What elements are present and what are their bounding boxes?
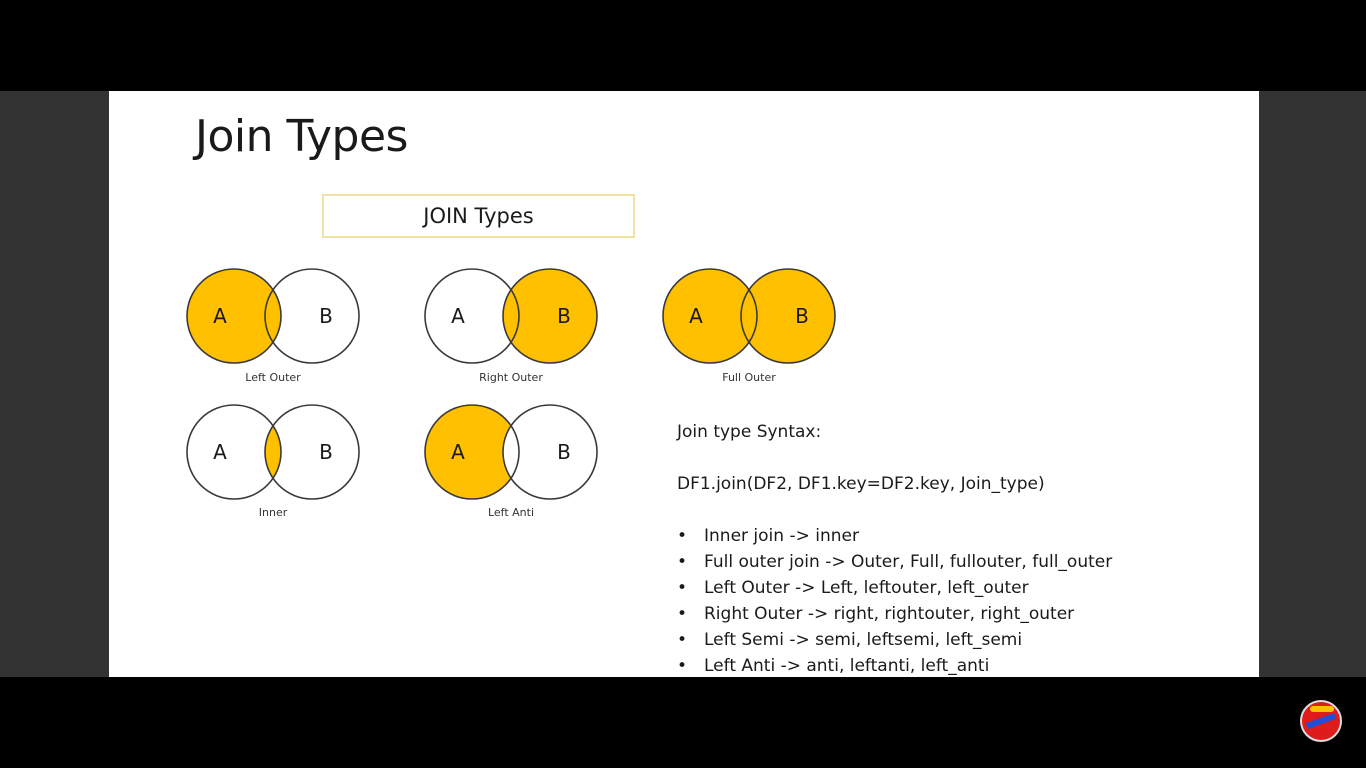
left-letterbox [0, 91, 109, 677]
bullet-icon: • [677, 552, 688, 572]
set-b-fill [503, 269, 597, 363]
label-a: A [451, 304, 465, 328]
circle-b [740, 268, 836, 364]
syntax-heading: Join type Syntax: [677, 422, 822, 442]
label-a: A [689, 304, 703, 328]
join-type-item: • Left Semi -> semi, leftsemi, left_semi [677, 627, 1112, 653]
label-b: B [795, 304, 809, 328]
circle-a [424, 268, 520, 364]
circle-b [502, 268, 598, 364]
circle-a [424, 404, 520, 500]
bullet-icon: • [677, 526, 688, 546]
bullet-icon: • [677, 630, 688, 650]
venn-caption-inner: Inner [258, 506, 288, 519]
join-type-item: • Inner join -> inner [677, 523, 1112, 549]
join-type-text: Right Outer -> right, rightouter, right_… [704, 604, 1075, 624]
right-letterbox [1259, 91, 1366, 677]
join-type-text: Full outer join -> Outer, Full, fulloute… [704, 552, 1113, 572]
syntax-code: DF1.join(DF2, DF1.key=DF2.key, Join_type… [677, 474, 1045, 494]
join-type-text: Inner join -> inner [704, 526, 859, 546]
join-type-item: • Full outer join -> Outer, Full, fullout… [677, 549, 1112, 575]
join-type-item: • Right Outer -> right, rightouter, right… [677, 601, 1112, 627]
join-type-item: • Left Outer -> Left, leftouter, left_out… [677, 575, 1112, 601]
join-type-text: Left Anti -> anti, leftanti, left_anti [704, 656, 990, 676]
logo-accent [1310, 706, 1334, 712]
label-b: B [319, 304, 333, 328]
join-type-list: • Inner join -> inner • Full outer join ->… [677, 523, 1112, 677]
join-type-text: Left Semi -> semi, leftsemi, left_semi [704, 630, 1023, 650]
venn-caption-left-outer: Left Outer [245, 371, 301, 384]
bullet-icon: • [677, 656, 688, 676]
circle-b [264, 404, 360, 500]
label-b: B [557, 440, 571, 464]
set-b-fill [741, 269, 835, 363]
label-a: A [213, 304, 227, 328]
circle-a [186, 404, 282, 500]
slide-title: Join Types [195, 111, 408, 162]
join-type-text: Left Outer -> Left, leftouter, left_oute… [704, 578, 1029, 598]
circle-a [186, 268, 282, 364]
label-a: A [451, 440, 465, 464]
set-a-fill [663, 269, 757, 363]
set-a-only-fill [425, 405, 519, 499]
label-b: B [319, 440, 333, 464]
join-syntax-panel: Join type Syntax: DF1.join(DF2, DF1.key=… [677, 419, 1237, 676]
logo-band [1305, 713, 1337, 729]
channel-logo-icon[interactable] [1300, 700, 1342, 742]
circle-b [502, 404, 598, 500]
set-a-fill [187, 269, 281, 363]
venn-caption-left-anti: Left Anti [487, 506, 535, 519]
bullet-icon: • [677, 578, 688, 598]
circle-b [264, 268, 360, 364]
label-a: A [213, 440, 227, 464]
venn-caption-full-outer: Full Outer [722, 371, 776, 384]
bullet-icon: • [677, 604, 688, 624]
venn-caption-right-outer: Right Outer [479, 371, 543, 384]
label-b: B [557, 304, 571, 328]
circle-a [662, 268, 758, 364]
join-types-header-box: JOIN Types [322, 194, 635, 238]
join-type-item: • Left Anti -> anti, leftanti, left_anti [677, 653, 1112, 677]
